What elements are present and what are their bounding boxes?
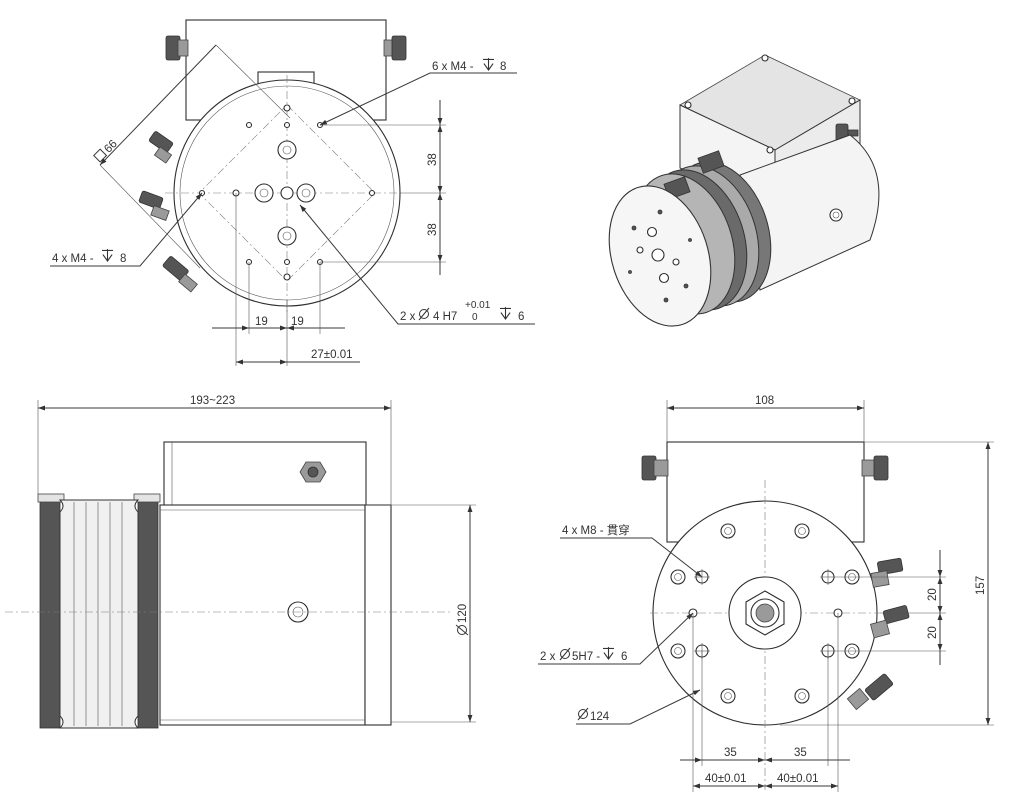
iso-connector-1 (697, 150, 725, 174)
pin-size-text: 4 H7 (433, 311, 457, 323)
top-fitting-left (165, 35, 189, 61)
dia124-text: 124 (590, 711, 610, 723)
pin5-label: 2 x (540, 651, 556, 663)
dim-35-left-text: 35 (724, 747, 737, 759)
top-elbow-fitting-1 (148, 131, 174, 164)
m8-text: 4 x M8 - 貫穿 (562, 523, 630, 537)
dim-length-text: 193~223 (190, 395, 235, 407)
pin5-diameter-symbol (559, 647, 571, 661)
square-dim-label: 66 (93, 138, 120, 163)
m4-4-text: 4 x M4 - (52, 253, 94, 265)
m4-6-leader (319, 72, 517, 126)
top-fitting-right (383, 35, 407, 61)
side-box-fitting (299, 461, 327, 483)
top-elbow-fitting-2 (138, 190, 170, 221)
front-fitting-left (641, 455, 669, 481)
pin-depth-text: 6 (518, 311, 524, 323)
dia124-leader (576, 689, 701, 725)
dim-20-upper-text: 20 (927, 588, 939, 601)
dim-27-text: 27±0.01 (311, 349, 353, 361)
pin-tol-lower: 0 (472, 312, 478, 323)
top-boss-left (254, 183, 274, 203)
dim-38-lower-text: 38 (427, 223, 439, 236)
m4-6-text: 6 x M4 - (432, 61, 474, 73)
m8-leader (560, 537, 703, 578)
diameter-symbol (418, 307, 430, 321)
pin-leader (299, 204, 535, 325)
top-boss-upper (277, 140, 297, 160)
m4-4-depth: 8 (120, 253, 126, 265)
m4-6-depth: 8 (500, 61, 506, 73)
dim-diameter-120-label: 120 (455, 604, 469, 636)
side-bellows (58, 499, 140, 729)
dim-width-108-text: 108 (755, 395, 774, 407)
dim-35-right-text: 35 (794, 747, 807, 759)
side-gear-right (137, 499, 159, 729)
pin-label-text: 2 x (400, 311, 416, 323)
pin-tol-upper: +0.01 (465, 300, 491, 311)
square-dim-line (99, 44, 217, 166)
isometric-view (608, 54, 880, 327)
dim-19-right-text: 19 (291, 316, 304, 328)
pin5-depth: 6 (621, 651, 627, 663)
dim-20-lower-text: 20 (927, 626, 939, 639)
pin5-size: 5H7 - (572, 651, 600, 663)
top-center-hole (280, 186, 294, 200)
dim-40-left-text: 40±0.01 (705, 773, 747, 785)
dim-38-upper-text: 38 (427, 153, 439, 166)
m4-4-leader (50, 192, 203, 267)
dim-40-right-text: 40±0.01 (777, 773, 819, 785)
front-elbow-fitting-1 (870, 557, 904, 588)
iso-cylinder (739, 134, 880, 291)
top-pcd-square (198, 104, 376, 282)
dim-19-left-text: 19 (255, 316, 268, 328)
side-body (159, 504, 366, 726)
front-view: 108 157 20 20 4 x M8 - 貫穿 2 x 5H7 - 6 (538, 395, 994, 792)
front-elbow-fitting-2 (869, 605, 910, 639)
dim-height-157-text: 157 (975, 576, 987, 595)
top-boss-lower (277, 226, 297, 246)
top-view: 66 6 x M4 - 8 4 x M4 - 8 2 x 4 H7 +0.01 … (50, 19, 535, 366)
side-view: 193~223 120 (5, 395, 476, 729)
square-dim-text: 66 (102, 138, 120, 156)
dia124-symbol (577, 707, 589, 721)
side-body-end (364, 504, 392, 726)
top-elbow-fitting-3 (162, 256, 198, 293)
front-elbow-fitting-3 (846, 673, 894, 711)
dim-diameter-120-text: 120 (457, 604, 469, 623)
front-fitting-right (861, 455, 889, 481)
pin5-leader (538, 612, 694, 665)
side-gear-left (39, 499, 61, 729)
top-boss-right (296, 183, 316, 203)
